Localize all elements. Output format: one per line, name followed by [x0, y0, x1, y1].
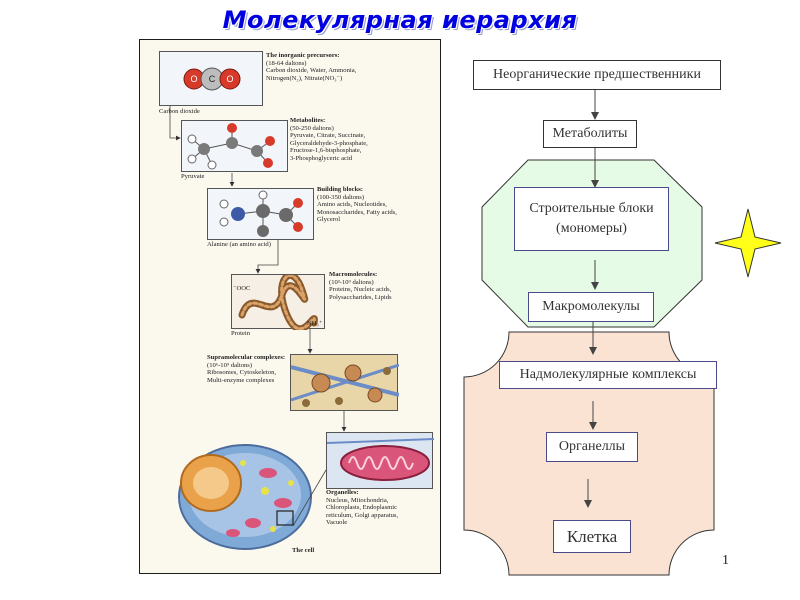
building-blocks-line: Amino acids, Nucleotides,: [317, 201, 387, 208]
metabolites-line: Pyruvate, Citrate, Succinate,: [290, 132, 366, 139]
supramolecular-line: Multi-enzyme complexes: [207, 376, 275, 384]
inorganic-line: Carbon dioxide, Water, Ammonia,: [266, 67, 357, 74]
metabolites-line: 3-Phosphoglyceric acid: [290, 154, 353, 162]
organelles-line: Chloroplasts, Endoplasmic: [326, 504, 398, 511]
organelles-line: Vacuole: [326, 519, 348, 526]
macromolecules-line: Polysaccharides, Lipids: [329, 293, 392, 301]
metabolites-line: Fructose-1,6-bisphosphate,: [290, 147, 362, 154]
pyruvate-molecule-image: [187, 123, 275, 170]
inorganic-line: (18-64 daltons): [266, 59, 307, 67]
atom-c: C: [209, 74, 216, 84]
protein-panel: ⁻OOC NH₃⁺: [231, 272, 325, 333]
protein-cooh-label: ⁻OOC: [233, 285, 251, 292]
supramolecular-line: Ribosomes, Cytoskeleton,: [207, 369, 277, 376]
inorganic-heading: The inorganic precursors:: [266, 52, 340, 59]
alanine-caption: Alanine (an amino acid): [207, 241, 271, 248]
pyruvate-caption: Pyruvate: [181, 173, 205, 180]
metabolites-line: Glyceraldehyde-3-phosphate,: [290, 139, 368, 147]
building-blocks-line: Monosaccharides, Fatty acids,: [317, 208, 397, 216]
atom-o-right: O: [226, 74, 233, 84]
cell-caption: The cell: [292, 547, 315, 554]
illustration-connectors: [169, 106, 347, 527]
building-blocks-line: Glycerol: [317, 216, 341, 223]
alanine-molecule-image: [219, 190, 303, 237]
macromolecules-heading: Macromolecules:: [329, 271, 378, 278]
protein-nh3-label: NH₃⁺: [307, 320, 323, 327]
supramolecular-text: Supramolecular complexes: (10⁶-10⁹ dalto…: [207, 354, 292, 384]
protein-coil-image: [238, 272, 318, 333]
macromolecules-text: Macromolecules: (10³-10⁹ daltons) Protei…: [329, 271, 439, 301]
atom-o-left: O: [190, 74, 197, 84]
macromolecules-line: (10³-10⁹ daltons): [329, 278, 374, 286]
node-building-blocks: Строительные блоки (мономеры): [514, 187, 669, 251]
mitochondrion-panel: [326, 432, 435, 489]
alanine-panel: [207, 188, 314, 240]
page-number: 1: [722, 553, 729, 568]
co2-caption: Carbon dioxide: [159, 108, 200, 115]
macromolecules-line: Proteins, Nucleic acids,: [329, 286, 392, 293]
inorganic-text: The inorganic precursors: (18-64 daltons…: [266, 52, 438, 82]
metabolites-text: Metabolites: (50-250 daltons) Pyruvate, …: [290, 117, 440, 162]
building-blocks-text: Building blocks: (100-350 daltons) Amino…: [317, 186, 439, 224]
building-blocks-line: (100-350 daltons): [317, 193, 365, 201]
metabolites-heading: Metabolites:: [290, 117, 326, 124]
building-blocks-heading: Building blocks:: [317, 186, 363, 193]
node-supramolecular-complexes: Надмолекулярные комплексы: [499, 361, 717, 389]
organelles-line: reticulum, Golgi apparatus,: [326, 511, 399, 519]
node-organelles: Органеллы: [546, 432, 638, 462]
organelles-heading: Organelles:: [326, 489, 359, 496]
cell-image: [178, 444, 312, 550]
organelles-text: Organelles: Nucleus, Mitochondria, Chlor…: [326, 489, 438, 527]
node-inorganic-precursors: Неорганические предшественники: [473, 60, 721, 90]
supramolecular-panel: [290, 354, 400, 411]
supramolecular-line: (10⁶-10⁹ daltons): [207, 361, 253, 369]
star-icon: [714, 208, 782, 278]
co2-panel: O C O: [159, 51, 263, 106]
node-metabolites: Метаболиты: [543, 120, 637, 148]
hierarchy-illustration: O C O The inorganic precursors: (18-64 d…: [139, 39, 441, 574]
organelles-line: Nucleus, Mitochondria,: [326, 496, 389, 504]
metabolites-line: (50-250 daltons): [290, 124, 334, 132]
slide-title: Молекулярная иерархия: [222, 6, 578, 34]
node-macromolecules: Макромолекулы: [528, 292, 654, 322]
inorganic-line: Nitrogen(N₂), Nitrate(NO₃⁻): [266, 74, 343, 82]
pyruvate-panel: [181, 120, 288, 172]
supramolecular-heading: Supramolecular complexes:: [207, 354, 286, 361]
node-cell: Клетка: [553, 520, 631, 553]
mitochondrion-image: [326, 438, 435, 481]
co2-molecule-image: O C O: [183, 67, 241, 91]
protein-caption: Protein: [231, 330, 251, 337]
supramolecular-complex-image: [290, 363, 400, 407]
